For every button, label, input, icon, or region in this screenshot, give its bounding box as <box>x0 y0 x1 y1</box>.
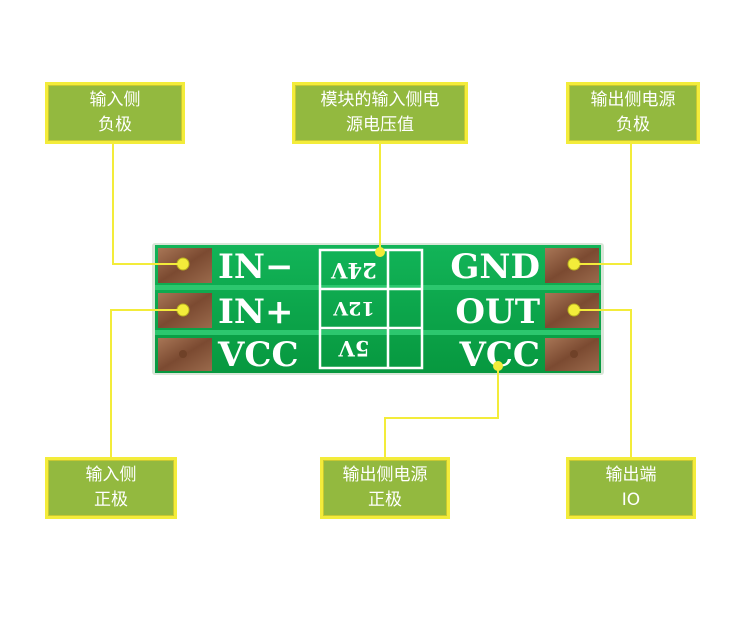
callout-output-io-line2: IO <box>621 490 641 510</box>
voltage-option-5v: 5V <box>338 336 370 361</box>
pcb-label-gnd: GND <box>450 247 540 287</box>
leader-out-io <box>574 309 632 459</box>
voltage-option-24v: 24V <box>331 258 377 283</box>
leader-out-vcc <box>384 366 499 459</box>
pcb-label-in-pos: IN+ <box>218 292 293 332</box>
callout-input-negative-line1: 输入侧 <box>89 90 141 110</box>
pcb-label-vcc-left: VCC <box>217 335 299 375</box>
voltage-select-table: 24V 12V 5V <box>318 247 424 370</box>
callout-output-positive: 输出侧电源 正极 <box>320 457 450 519</box>
pad-dot-vcc-left <box>179 350 187 358</box>
leader-in-neg <box>112 144 183 265</box>
pcb-label-out: OUT <box>455 292 540 332</box>
leader-out-gnd <box>574 144 632 265</box>
callout-input-positive: 输入侧 正极 <box>45 457 177 519</box>
callout-output-io-line1: 输出端 <box>605 465 657 485</box>
pcb-board <box>155 245 601 373</box>
callout-input-voltage: 模块的输入侧电 源电压值 <box>292 82 468 144</box>
pcb-band-2 <box>155 330 601 335</box>
vcc-out-dot <box>493 361 503 371</box>
callout-output-positive-line1: 输出侧电源 <box>342 465 428 485</box>
callout-input-positive-line2: 正极 <box>94 490 128 510</box>
callout-output-negative-line2: 负极 <box>616 115 650 135</box>
callout-input-voltage-line2: 源电压值 <box>346 115 414 135</box>
callout-input-positive-line1: 输入侧 <box>85 465 137 485</box>
callout-output-io: 输出端 IO <box>566 457 696 519</box>
callout-output-positive-line2: 正极 <box>368 490 402 510</box>
callout-input-voltage-line1: 模块的输入侧电 <box>320 90 440 110</box>
callout-input-negative-line2: 负极 <box>98 115 132 135</box>
leader-lines <box>110 144 632 459</box>
pcb-label-in-neg: IN− <box>218 247 293 287</box>
leader-in-pos <box>110 309 183 459</box>
callout-output-negative-line1: 输出侧电源 <box>590 90 676 110</box>
callout-output-negative: 输出侧电源 负极 <box>566 82 700 144</box>
callout-input-negative: 输入侧 负极 <box>45 82 185 144</box>
voltage-option-12v: 12V <box>332 297 374 319</box>
pcb-band-1 <box>155 285 601 290</box>
pad-dot-vcc-right <box>570 350 578 358</box>
